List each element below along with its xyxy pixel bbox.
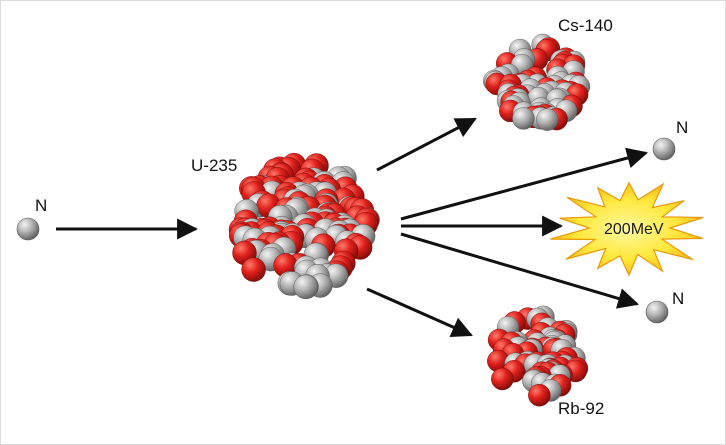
proton [491, 367, 514, 391]
arrow-to-cs140 [376, 117, 477, 172]
neutron-out-top-label: N [676, 118, 688, 137]
rb92-nucleus [487, 305, 589, 407]
neutron [536, 108, 559, 131]
incoming-neutron-label: N [35, 196, 47, 215]
proton [528, 384, 551, 407]
u235-nucleus [228, 152, 380, 300]
outgoing-neutron-bottom [645, 300, 669, 324]
neutron [512, 107, 535, 130]
energy-burst [550, 181, 704, 277]
cs140-label: Cs-140 [558, 16, 613, 35]
arrow-to-neutron-bottom [400, 232, 640, 309]
proton [241, 257, 266, 282]
u235-label: U-235 [191, 156, 237, 175]
arrow-to-neutron-top [400, 147, 649, 221]
cs140-nucleus [483, 33, 591, 131]
neutron-out-bottom-label: N [672, 289, 684, 308]
neutron [293, 274, 318, 300]
incoming-neutron [16, 217, 40, 241]
outgoing-neutron-top [652, 137, 676, 161]
energy-label: 200MeV [604, 221, 664, 238]
rb92-label: Rb-92 [558, 399, 604, 418]
arrow-to-rb92 [366, 287, 473, 337]
